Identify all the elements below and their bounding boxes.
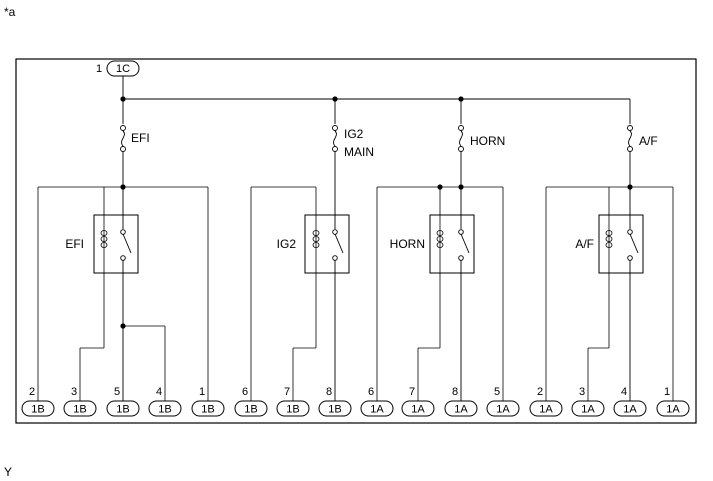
bottom-connector-label: 1A [539,404,553,416]
bottom-connector-shape [276,400,310,417]
bottom-connector-pin: 1 [664,386,670,398]
bottom-connector-label: 1B [73,404,86,416]
relay-efi-icon [93,214,139,274]
bottom-connector-pin: 4 [156,386,162,398]
bottom-connector: 4 1A [613,386,647,417]
bottom-connector-pin: 6 [242,386,248,398]
bottom-connector-label: 1B [286,404,299,416]
top-connector-label: 1C [116,63,130,75]
bottom-connector-label: 1A [581,404,595,416]
bottom-connector: 8 1A [444,386,478,417]
bottom-connector-label: 1A [370,404,384,416]
bottom-connector-label: 1A [454,404,468,416]
bottom-connector-pin: 8 [326,386,332,398]
bottom-connector-label: 1B [328,404,341,416]
bottom-connector-pin: 2 [29,386,35,398]
bottom-connector: 5 1B [106,386,140,417]
fuse-main-label: MAIN [344,145,374,159]
bottom-connector-shape [613,400,647,417]
bottom-connector-shape [360,400,394,417]
bottom-connector-pin: 7 [409,386,415,398]
horn-circuit: HORN HORN [376,99,505,402]
top-connector-pin: 1 [96,63,102,75]
bottom-connector-shape [486,400,520,417]
relay-horn-label: HORN [390,237,425,251]
bottom-connector: 3 1B [63,386,97,417]
bottom-connector-pin: 6 [368,386,374,398]
bottom-connector-shape [234,400,268,417]
top-connector: 1 1C [96,60,140,77]
bottom-connector-label: 1A [411,404,425,416]
bottom-connector-shape [529,400,563,417]
bottom-connector-label: 1B [244,404,257,416]
bottom-connector: 8 1B [318,386,352,417]
bottom-connector-pin: 2 [537,386,543,398]
relay-ig2-icon [304,214,350,274]
bottom-connector: 7 1B [276,386,310,417]
bottom-connector-label: 1A [623,404,637,416]
bottom-connector-pin: 5 [114,386,120,398]
bottom-connector-pin: 7 [284,386,290,398]
bottom-connector: 7 1A [401,386,435,417]
bottom-connector: 6 1A [360,386,394,417]
bottom-connector: 3 1A [571,386,605,417]
af-circuit: A/F A/F [545,99,674,402]
relay-horn-icon [429,214,475,274]
corner-mark: *a [4,5,16,19]
fuse-af-icon [627,125,633,152]
bottom-connector: 5 1A [486,386,520,417]
bottom-connector-shape [106,400,140,417]
bottom-connector-pin: 4 [621,386,627,398]
ig2-circuit: IG2 MAIN IG2 [250,99,374,402]
bottom-connector: 6 1B [234,386,268,417]
bottom-connector-shape [571,400,605,417]
bottom-connector: 4 1B [148,386,182,417]
main-bus [120,76,630,102]
bottom-connector-shape [318,400,352,417]
efi-circuit: EFI EFI [37,99,209,402]
footer-mark: Y [4,465,12,479]
bottom-connector-pin: 8 [452,386,458,398]
bottom-connector-shape [148,400,182,417]
bottom-connector-shape [191,400,225,417]
bottom-connector-label: 1B [31,404,44,416]
bottom-connector-pin: 5 [494,386,500,398]
bottom-connector-pin: 3 [71,386,77,398]
bottom-connector-label: 1B [201,404,214,416]
fuse-af-label: A/F [639,134,658,148]
fuse-efi-icon [120,125,126,152]
fuse-ig2-main-icon [332,125,338,152]
bottom-connector-shape [444,400,478,417]
fuse-ig2-label: IG2 [344,127,364,141]
junction-block-frame [15,58,697,424]
fuse-horn-icon [458,125,464,152]
bottom-connector-label: 1B [158,404,171,416]
bottom-connector-shape [656,400,690,417]
relay-af-label: A/F [575,237,594,251]
bottom-connector: 2 1A [529,386,563,417]
bottom-connector-pin: 1 [199,386,205,398]
relay-efi-label: EFI [65,237,84,251]
bottom-connector: 2 1B [21,386,55,417]
bottom-connector-label: 1B [116,404,129,416]
fuse-horn-label: HORN [470,134,505,148]
bottom-connector-label: 1A [496,404,510,416]
bottom-connector-shape [63,400,97,417]
bottom-connector: 1 1B [191,386,225,417]
bottom-connector: 1 1A [656,386,690,417]
bottom-connector-shape [21,400,55,417]
bottom-connector-pin: 3 [579,386,585,398]
bottom-connectors: 21B31B51B41B11B61B71B81B61A71A81A51A21A3… [21,386,690,417]
relay-ig2-label: IG2 [277,237,297,251]
bottom-connector-shape [401,400,435,417]
relay-af-icon [598,214,644,274]
fuse-efi-label: EFI [131,131,150,145]
bottom-connector-label: 1A [666,404,680,416]
